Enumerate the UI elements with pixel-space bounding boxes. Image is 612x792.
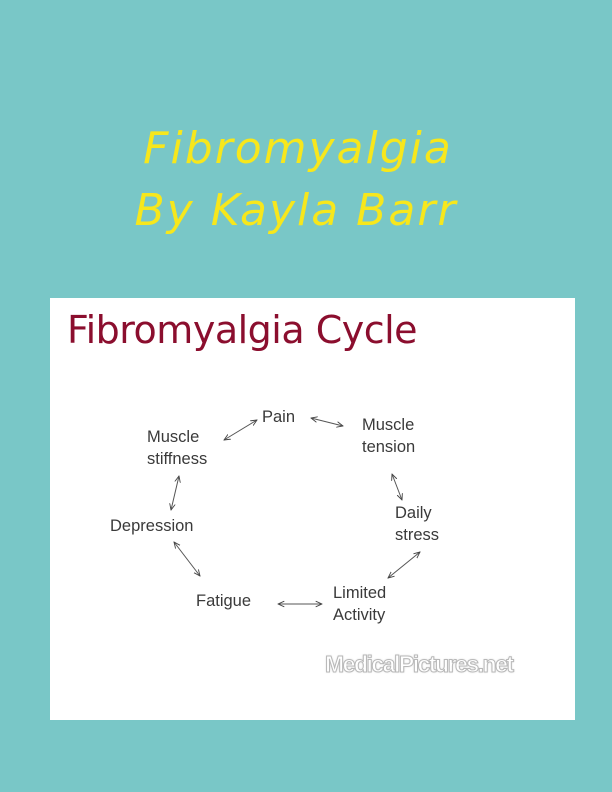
node-limited-activity: Limited Activity [333, 584, 387, 624]
node-depression: Depression [110, 517, 194, 535]
figure-heading: Fibromyalgia Cycle [67, 308, 418, 352]
cover-author: By Kayla Barr [134, 185, 458, 236]
node-daily-stress: Daily stress [395, 504, 440, 544]
node-muscle-tension: Muscle tension [362, 416, 416, 456]
node-muscle-stiffness: Muscle stiffness [147, 428, 208, 468]
node-pain: Pain [262, 408, 296, 426]
cover-title: Fibromyalgia [143, 123, 453, 174]
watermark: MedicalPictures.net [325, 651, 515, 678]
cycle-arrows-icon [50, 298, 575, 720]
fibromyalgia-cycle-figure: Fibromyalgia Cycle Pain Muscle tension D… [50, 298, 575, 720]
node-fatigue: Fatigue [196, 592, 252, 610]
